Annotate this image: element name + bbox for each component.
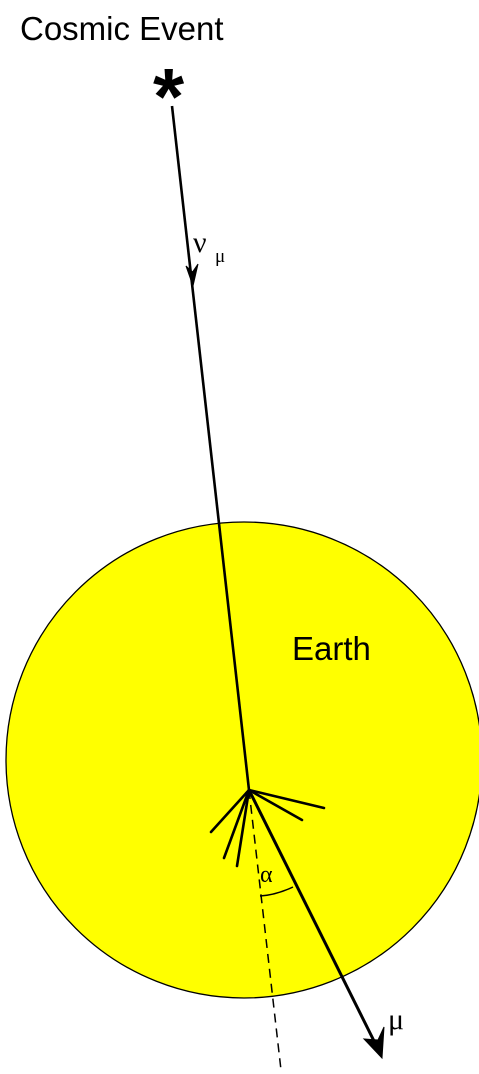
neutrino-label: ν: [193, 226, 207, 259]
earth-label: Earth: [292, 630, 371, 667]
title: Cosmic Event: [20, 10, 224, 47]
source-star-icon: *: [153, 52, 185, 141]
muon-label: μ: [388, 1003, 404, 1036]
muon-arrowhead: [364, 1027, 384, 1058]
neutrino-arrowhead: [186, 264, 198, 286]
earth-circle: [6, 522, 479, 998]
angle-label: α: [260, 862, 273, 888]
neutrino-subscript: μ: [215, 246, 225, 267]
